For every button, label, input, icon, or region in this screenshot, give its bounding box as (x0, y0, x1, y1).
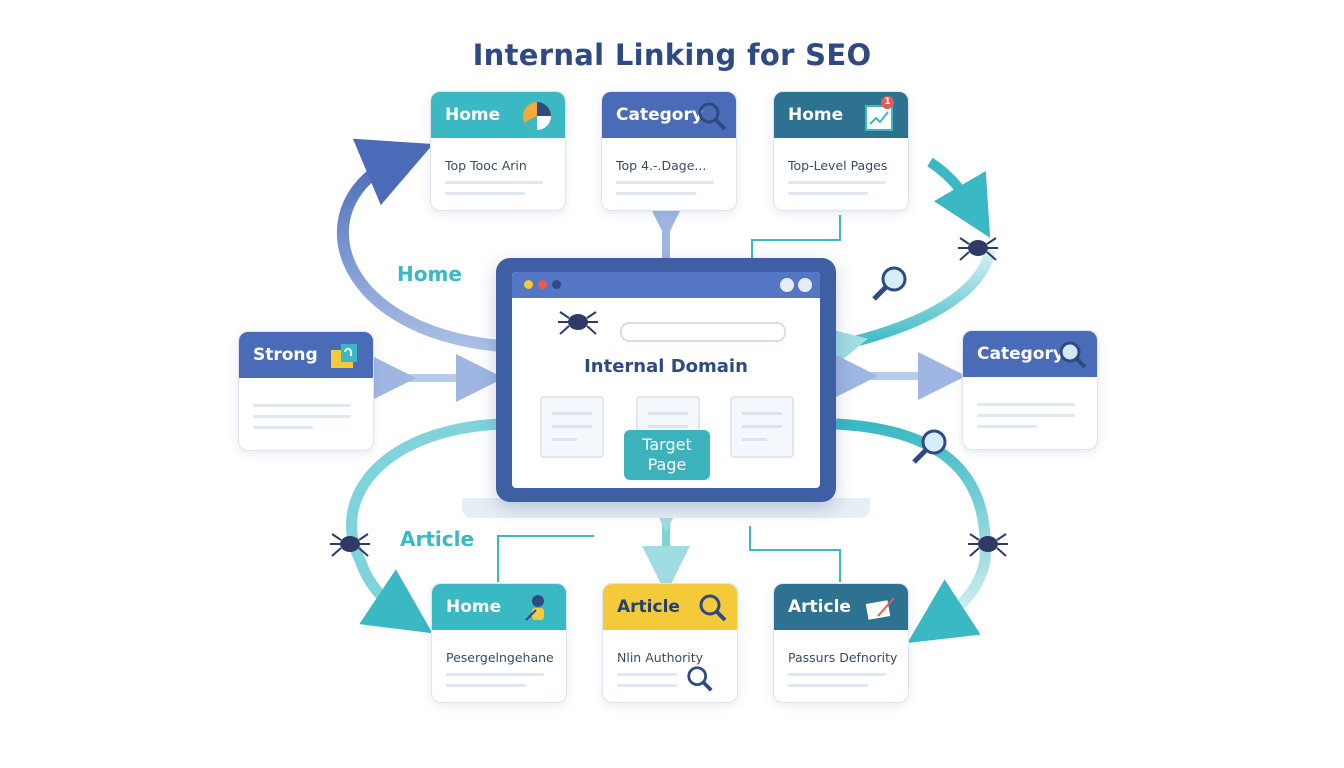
monitor-stand (462, 498, 870, 518)
search-icon (698, 102, 727, 131)
floating-label-article: Article (400, 527, 475, 551)
card-mid-left-label: Strong (253, 345, 318, 365)
search-icon (1059, 341, 1087, 369)
document-pen-icon (865, 597, 895, 620)
card-top-right-label: Home (788, 105, 844, 125)
internal-domain-label: Internal Domain (584, 356, 748, 377)
card-bottom-left[interactable]: Home Pesergelngehane (431, 583, 567, 703)
card-bottom-right-subtitle: Passurs Defnority (788, 650, 898, 665)
card-bottom-left-label: Home (446, 597, 502, 617)
browser-bar (512, 272, 820, 298)
search-bar[interactable] (620, 322, 786, 342)
card-top-center-subtitle: Top 4.-.Dage... (616, 158, 707, 173)
card-top-left[interactable]: Home Top Tooc Arin (430, 91, 566, 211)
key-person-icon (525, 595, 544, 621)
card-top-right-subtitle: Top-Level Pages (788, 158, 888, 173)
card-mid-left[interactable]: Strong (238, 331, 374, 451)
crawler-spider-icon (558, 311, 598, 335)
pie-chart-icon (523, 102, 551, 130)
arrow-right-lower (835, 418, 991, 644)
analytics-chart-icon (865, 105, 893, 131)
arrow-to-bottom-left (346, 418, 501, 634)
magnifier-icon (872, 266, 907, 301)
search-icon (687, 666, 713, 692)
connector-bottom-right (749, 526, 841, 582)
arrow-right-upper (796, 248, 996, 386)
card-bottom-center[interactable]: Article Nlin Authority (602, 583, 738, 703)
magnifier-icon (912, 429, 947, 464)
search-icon (699, 594, 727, 622)
crawler-spider-icon (968, 533, 1008, 557)
target-page-button[interactable]: Target Page (624, 430, 710, 480)
card-top-center-label: Category (616, 105, 703, 125)
floating-label-home: Home (397, 262, 462, 286)
card-mid-right-label: Category (977, 344, 1064, 364)
card-bottom-right-label: Article (788, 597, 851, 617)
target-page-line2: Page (647, 455, 687, 474)
crawler-spider-icon (330, 533, 370, 557)
folder-link-icon (331, 344, 357, 368)
page-document (540, 396, 604, 458)
notification-badge: 1 (881, 96, 894, 109)
card-bottom-left-subtitle: Pesergelngehane (446, 650, 554, 665)
target-page-line1: Target (642, 435, 692, 454)
card-bottom-right[interactable]: Article Passurs Defnority (773, 583, 909, 703)
arrow-from-top-right (927, 157, 991, 238)
connector-top-right (751, 215, 841, 258)
card-mid-right[interactable]: Category (962, 330, 1098, 450)
card-top-left-label: Home (445, 105, 501, 125)
page-title: Internal Linking for SEO (472, 38, 872, 72)
card-top-right[interactable]: Home 1 Top-Level Pages (773, 91, 909, 211)
arrow-to-top-left (336, 138, 501, 352)
card-top-left-subtitle: Top Tooc Arin (445, 158, 527, 173)
card-bottom-center-subtitle: Nlin Authority (617, 650, 704, 665)
crawler-spider-icon (958, 237, 998, 261)
connector-bottom-left (497, 535, 594, 582)
card-top-center[interactable]: Category Top 4.-.Dage... (601, 91, 737, 211)
card-bottom-center-label: Article (617, 597, 680, 617)
page-document (730, 396, 794, 458)
